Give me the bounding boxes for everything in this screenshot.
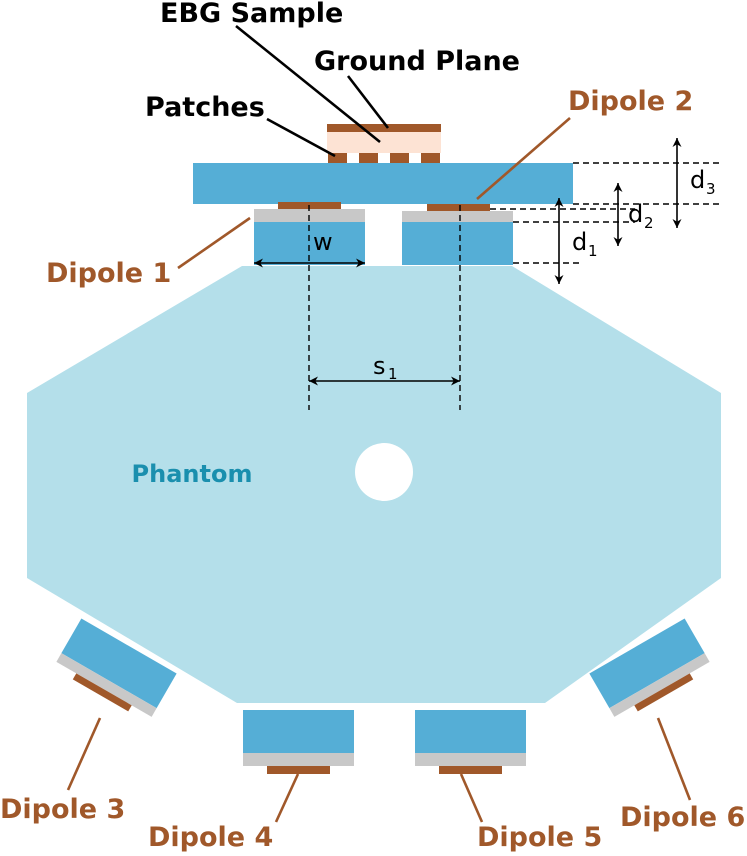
dipole-3-assembly bbox=[56, 618, 177, 717]
ground-plane-leader bbox=[346, 75, 390, 129]
d3-subscript: 3 bbox=[706, 180, 716, 198]
right-probe-gray-layer bbox=[402, 211, 513, 222]
dipole-1-label: Dipole 1 bbox=[46, 258, 171, 289]
dipole-4-assembly bbox=[243, 710, 354, 774]
dipole-2-strip bbox=[427, 204, 490, 211]
dipole-6-label: Dipole 6 bbox=[620, 802, 745, 833]
ebg-sample-body bbox=[327, 132, 441, 153]
ebg-patch bbox=[359, 153, 378, 163]
dipole-5-leader bbox=[459, 773, 484, 823]
d1-subscript: 1 bbox=[588, 242, 598, 260]
d1-label: d bbox=[572, 228, 587, 256]
right-probe-substrate bbox=[402, 222, 513, 265]
s1-subscript: 1 bbox=[388, 365, 398, 383]
dipole-2-leader bbox=[476, 117, 571, 200]
dipole-4-label: Dipole 4 bbox=[148, 822, 273, 853]
d2-label: d bbox=[628, 200, 643, 228]
dipole-3-leader bbox=[66, 717, 102, 791]
dipole-6-leader bbox=[656, 717, 692, 801]
dipole-1-leader bbox=[177, 216, 251, 270]
ebg-sample-leader bbox=[235, 24, 381, 144]
dipole-5-assembly bbox=[415, 710, 526, 774]
ebg-ground-plane bbox=[327, 124, 441, 132]
d2-subscript: 2 bbox=[644, 214, 654, 232]
patches-leader bbox=[266, 117, 336, 158]
dipole-6-assembly bbox=[589, 618, 710, 717]
d3-label: d bbox=[690, 166, 705, 194]
s1-label: s bbox=[373, 352, 386, 380]
dipole-3-label: Dipole 3 bbox=[0, 794, 125, 825]
dipole-5-label: Dipole 5 bbox=[477, 822, 602, 853]
dipole-4-leader bbox=[274, 773, 300, 823]
phantom-label: Phantom bbox=[132, 460, 253, 488]
w-label: w bbox=[313, 228, 333, 256]
ground-plane-label: Ground Plane bbox=[314, 46, 520, 77]
ebg-patch bbox=[421, 153, 440, 163]
dipole-2-label: Dipole 2 bbox=[568, 86, 693, 117]
ebg-sample-label: EBG Sample bbox=[160, 0, 343, 29]
patches-label: Patches bbox=[145, 92, 265, 123]
phantom-hole bbox=[355, 443, 413, 501]
ebg-patch bbox=[390, 153, 409, 163]
ebg-patch bbox=[328, 153, 347, 163]
top-substrate bbox=[193, 163, 573, 204]
